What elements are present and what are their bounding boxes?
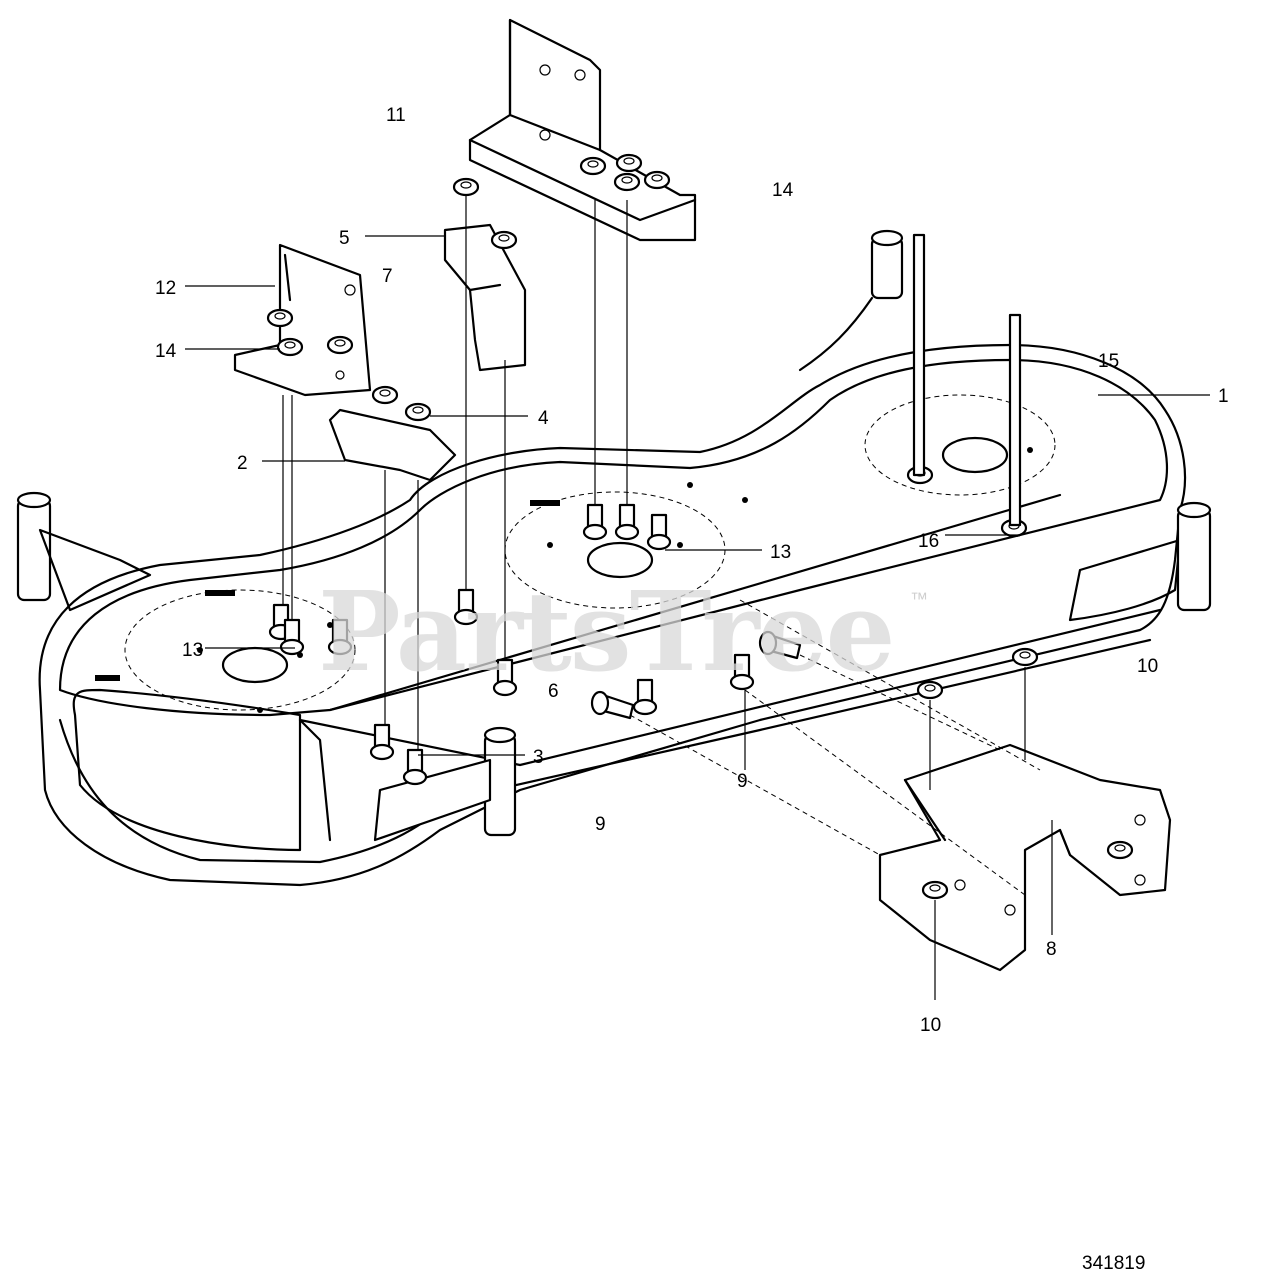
bracket-2 (328, 408, 457, 482)
post-rear (798, 229, 904, 372)
bolt-icon (646, 513, 672, 551)
nut-icon (579, 156, 607, 176)
deck-holes (95, 437, 1033, 713)
image-number: 341819 (1082, 1253, 1145, 1274)
callout-9-right: 9 (737, 771, 748, 792)
nut-icon (371, 385, 399, 405)
callout-14-left: 14 (155, 341, 177, 362)
nut-icon (613, 172, 641, 192)
nut-icon (326, 335, 354, 355)
nut-icon (266, 308, 294, 328)
callout-12: 12 (155, 278, 176, 299)
pivot-plate (233, 243, 372, 397)
callout-13-center: 13 (770, 542, 791, 563)
callout-10-right: 10 (1137, 656, 1158, 677)
callout-7: 7 (382, 266, 393, 287)
bolt-icon (729, 653, 755, 691)
watermark: PartsTree ™ (318, 567, 928, 696)
nut-icon (615, 153, 643, 173)
nut-icon (1106, 840, 1134, 860)
bolt-icon (614, 503, 640, 541)
bolt-icon (632, 678, 658, 716)
bolt-icon (279, 618, 305, 656)
nut-icon (643, 170, 671, 190)
nut-icon (1011, 647, 1039, 667)
callout-10-bottom: 10 (920, 1015, 941, 1036)
nut-icon (452, 177, 480, 197)
callout-15: 15 (1098, 351, 1119, 372)
callout-16: 16 (918, 531, 939, 552)
callout-4: 4 (538, 408, 549, 429)
nut-icon (276, 337, 304, 357)
threaded-rod-icon (912, 233, 1022, 527)
callout-labels: 11 14 5 7 12 14 4 2 15 1 13 16 13 10 6 3… (155, 105, 1229, 1036)
nut-icon (404, 402, 432, 422)
bolt-icon (453, 588, 479, 626)
rear-bracket (468, 18, 697, 242)
callout-8: 8 (1046, 939, 1057, 960)
callout-leaders (185, 235, 1210, 935)
bolt-icon (758, 630, 802, 660)
bolt-icon (369, 723, 395, 761)
mower-deck-housing (16, 229, 1212, 887)
bolt-icon (327, 618, 353, 656)
fasteners (266, 153, 1134, 900)
front-bracket-8 (878, 743, 1172, 972)
bolt-icon (590, 690, 635, 720)
bolt-icon (402, 748, 428, 786)
bracket-5 (443, 223, 527, 372)
watermark-text: PartsTree (318, 567, 894, 696)
assembly-lines (282, 195, 1041, 1000)
bolt-icon (582, 503, 608, 541)
nut-icon (490, 230, 518, 250)
callout-13-left: 13 (182, 640, 203, 661)
post-left (16, 491, 52, 602)
nut-icon (921, 880, 949, 900)
watermark-trademark: ™ (910, 589, 928, 609)
callout-9-left: 9 (595, 814, 606, 835)
callout-1: 1 (1218, 386, 1229, 407)
callout-11: 11 (386, 105, 406, 126)
callout-3: 3 (533, 747, 544, 768)
callout-6: 6 (548, 681, 559, 702)
nut-icon (916, 680, 944, 700)
post-right (1176, 501, 1212, 612)
callout-5: 5 (339, 228, 350, 249)
callout-14-top: 14 (772, 180, 794, 201)
callout-2: 2 (237, 453, 248, 474)
